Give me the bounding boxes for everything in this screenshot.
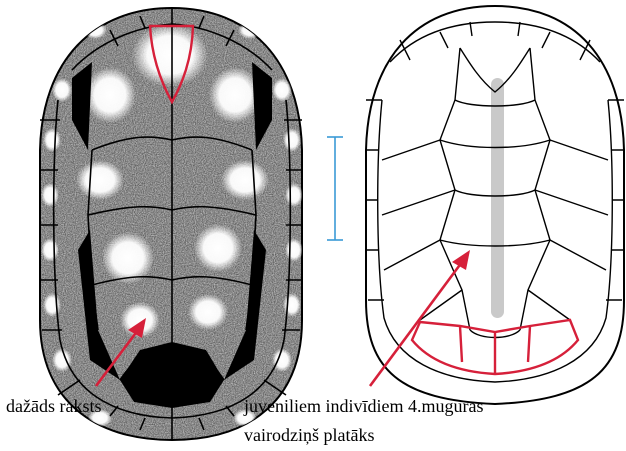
pale-spot <box>132 23 208 87</box>
pale-spot <box>84 67 136 123</box>
right-shell <box>366 6 624 404</box>
scale-bar <box>327 137 343 240</box>
pale-spot <box>188 294 228 330</box>
vertebral-stripe <box>491 78 504 318</box>
pale-spot <box>76 160 124 200</box>
label-juvenile-line2: vairodziņš platāks <box>244 425 374 445</box>
pale-spot <box>221 160 269 200</box>
pale-spot <box>194 224 242 272</box>
label-pattern: dažāds raksts <box>6 396 101 416</box>
label-juvenile-line1: juveniliem indivīdiem 4.muguras <box>243 396 483 416</box>
left-shell <box>36 4 306 444</box>
